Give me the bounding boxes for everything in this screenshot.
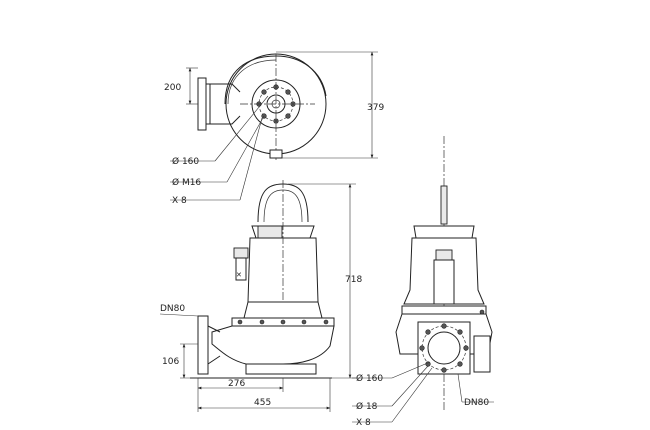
- front-flange-plate: [401, 305, 487, 315]
- top-outlet-collar: [205, 83, 211, 125]
- front-handle: [440, 185, 448, 225]
- side-dim-276: 276: [228, 379, 245, 389]
- top-view: 200 379 Ø 160 Ø M16 X 8: [164, 51, 384, 206]
- front-view: Ø 160 Ø 18 X 8 DN80: [352, 136, 494, 428]
- front-outlet-bore: [427, 331, 461, 365]
- side-dim-455: 455: [254, 398, 271, 408]
- top-label-bolt-count: X 8: [172, 196, 187, 206]
- side-dim-718: 718: [345, 275, 362, 285]
- top-outlet-lower: [205, 115, 241, 125]
- top-label-bolt-circle: Ø 160: [172, 156, 199, 167]
- front-leader-dn80: [457, 373, 463, 403]
- side-outlet-neck: [207, 325, 221, 365]
- side-bell: [243, 301, 323, 319]
- side-view: ✕ 718 DN80 106: [159, 180, 362, 412]
- top-outlet-flange: [197, 77, 207, 131]
- side-leader-dn80: [159, 313, 199, 317]
- front-label-hole: Ø 18: [356, 401, 378, 412]
- side-cable-entry: [235, 257, 247, 281]
- top-outlet-upper: [205, 83, 241, 93]
- front-bolts: [419, 323, 469, 373]
- side-cable-gland: [233, 247, 249, 259]
- front-side-bracket: [473, 335, 491, 373]
- front-outlet-flange: [417, 321, 471, 375]
- side-outlet-flange: [197, 315, 209, 375]
- top-dim-200: 200: [164, 83, 181, 93]
- front-leader-x8: [391, 367, 433, 423]
- side-label-outlet: DN80: [160, 304, 185, 314]
- top-leader-x8: [239, 117, 263, 201]
- top-foot-lug: [269, 149, 283, 159]
- front-cable-gland: [435, 249, 453, 261]
- front-label-bolt-count: X 8: [356, 418, 371, 428]
- front-leader-18: [391, 365, 429, 407]
- side-motor-cap-shade: [257, 225, 283, 239]
- top-volute-inner: [227, 59, 277, 105]
- front-label-bolt-circle: Ø 160: [356, 373, 383, 384]
- side-base-foot: [245, 363, 317, 375]
- top-dim-379: 379: [367, 103, 384, 113]
- side-volute: [211, 325, 335, 365]
- front-leader-160: [391, 361, 431, 379]
- front-label-outlet: DN80: [464, 398, 489, 408]
- side-flange-bolts: [237, 319, 329, 325]
- front-motor-cap: [413, 225, 475, 239]
- front-cable-entry: [433, 259, 455, 305]
- top-label-thread: Ø M16: [172, 177, 201, 188]
- front-guide-lug: [479, 309, 485, 315]
- top-leader-160: [214, 95, 269, 162]
- side-logo-mark: ✕: [236, 271, 242, 279]
- top-leader-m16: [226, 115, 265, 183]
- side-dim-106: 106: [162, 357, 179, 367]
